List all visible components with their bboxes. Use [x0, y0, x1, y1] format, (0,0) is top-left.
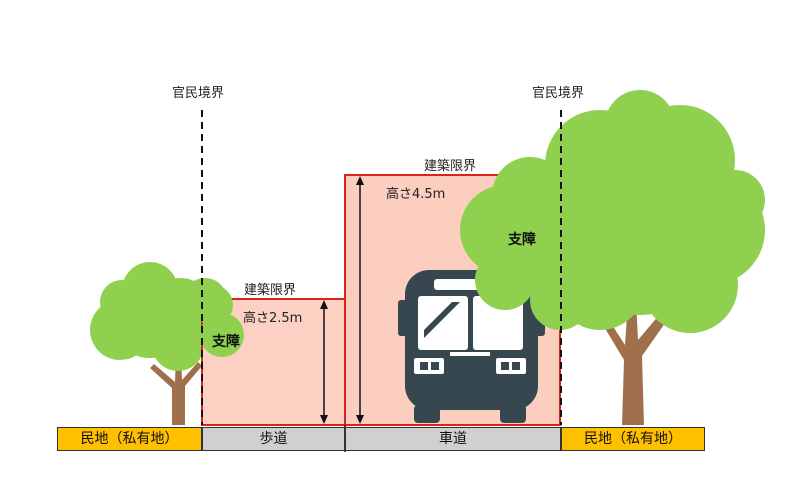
- sidewalk-height-label: 高さ2.5m: [243, 311, 303, 326]
- sidewalk-clearance-label: 建築限界: [244, 283, 297, 298]
- roadway-clearance-label: 建築限界: [424, 159, 477, 174]
- roadway-height-label: 高さ4.5m: [386, 187, 446, 202]
- ground-sidewalk: 歩道: [202, 427, 345, 451]
- sidewalk-height-arrow: [320, 300, 328, 424]
- ground-private-left: 民地（私有地）: [57, 427, 202, 451]
- boundary-label-right: 官民境界: [532, 86, 585, 101]
- ground-private-right: 民地（私有地）: [561, 427, 705, 451]
- large-tree-icon: [460, 90, 765, 425]
- roadway-height-arrow: [356, 176, 364, 424]
- roadway-obstruction-label: 支障: [508, 232, 536, 248]
- ground-roadway: 車道: [345, 427, 561, 451]
- sidewalk-obstruction-label: 支障: [212, 334, 240, 350]
- boundary-label-left: 官民境界: [172, 86, 225, 101]
